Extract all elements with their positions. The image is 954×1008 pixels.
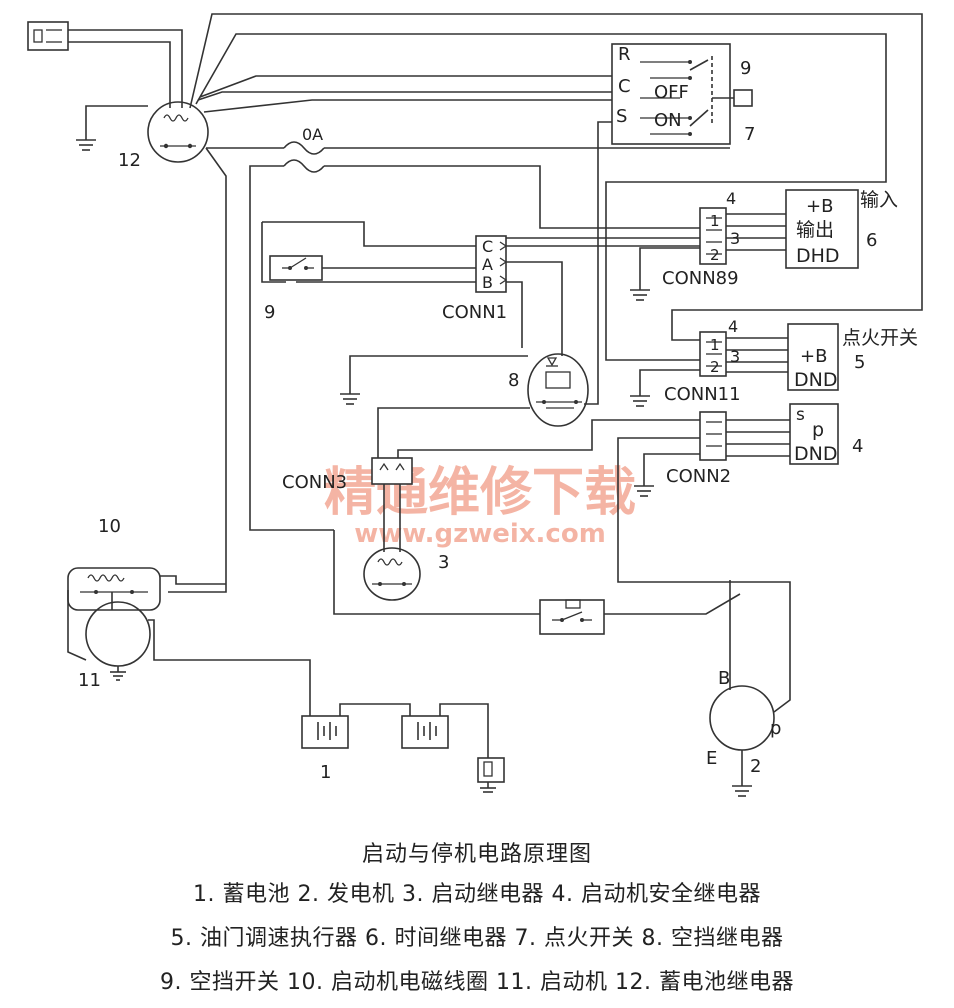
dnd4-p: p xyxy=(812,419,824,441)
dnd5-plus-b: +B xyxy=(800,346,827,367)
label-1: 1 xyxy=(320,762,331,783)
switch-off: OFF xyxy=(654,82,689,103)
circuit-diagram: 精通维修下载 www.gzweix.com 12 0A xyxy=(27,13,923,797)
conn89-2: 2 xyxy=(710,246,720,264)
label-4: 4 xyxy=(852,436,863,457)
start-relay-3 xyxy=(363,547,421,601)
conn3-label: CONN3 xyxy=(282,472,347,493)
generator-2 xyxy=(709,580,775,797)
switch-s: S xyxy=(616,106,627,127)
switch-on: ON xyxy=(654,110,682,131)
starter-solenoid-10 xyxy=(67,567,226,661)
legend-line-1: 1. 蓄电池 2. 发电机 3. 启动继电器 4. 启动机安全继电器 xyxy=(193,882,761,907)
label-fuse: 0A xyxy=(302,125,323,144)
conn3 xyxy=(371,457,413,552)
conn1-label: CONN1 xyxy=(442,302,507,323)
switch-r: R xyxy=(618,44,631,65)
label-11: 11 xyxy=(78,670,101,691)
label-9-left: 9 xyxy=(264,302,275,323)
conn89-pin3: 3 xyxy=(730,229,740,248)
conn1 xyxy=(475,235,700,356)
conn11-pin3: 3 xyxy=(730,347,740,366)
conn89-label: CONN89 xyxy=(662,268,739,289)
battery-1 xyxy=(301,703,505,793)
label-5: 5 xyxy=(854,352,865,373)
starter-safety-relay-4 xyxy=(789,403,839,465)
watermark-url: www.gzweix.com xyxy=(354,519,606,549)
switch-c: C xyxy=(618,76,631,97)
label-6: 6 xyxy=(866,230,877,251)
dnd4-s: s xyxy=(796,405,805,425)
conn2 xyxy=(397,411,791,713)
dnd4-name: DND xyxy=(794,443,837,465)
label-12: 12 xyxy=(118,150,141,171)
dhd-output: 输出 xyxy=(796,219,834,241)
timer-relay-6 xyxy=(785,189,859,269)
ignition-switch-7 xyxy=(611,43,753,149)
label-3: 3 xyxy=(438,552,449,573)
gen-p: p xyxy=(770,718,781,739)
dhd-name: DHD xyxy=(796,245,840,267)
top-left-terminal xyxy=(27,21,183,108)
conn1-b: B xyxy=(482,273,493,292)
conn1-a: A xyxy=(482,255,493,274)
gen-b: B xyxy=(718,668,730,689)
label-2: 2 xyxy=(750,756,761,777)
diagram-title: 启动与停机电路原理图 xyxy=(361,842,592,867)
conn2-label: CONN2 xyxy=(666,466,731,487)
conn11-1: 1 xyxy=(710,336,720,354)
conn1-c: C xyxy=(482,237,493,256)
starter-11 xyxy=(85,592,311,716)
legend-line-3: 9. 空挡开关 10. 启动机电磁线圈 11. 启动机 12. 蓄电池继电器 xyxy=(160,970,794,995)
conn11-label: CONN11 xyxy=(664,384,741,405)
conn89 xyxy=(506,207,786,361)
throttle-actuator-5 xyxy=(787,323,839,391)
conn89-pin4: 4 xyxy=(726,189,736,208)
dnd5-name: DND xyxy=(794,369,837,391)
conn11-pin4: 4 xyxy=(728,317,738,336)
battery-relay-12 xyxy=(76,101,209,163)
neutral-switch-9 xyxy=(261,221,476,283)
label-7: 7 xyxy=(744,124,755,145)
label-10: 10 xyxy=(98,516,121,537)
legend-line-2: 5. 油门调速执行器 6. 时间继电器 7. 点火开关 8. 空挡继电器 xyxy=(170,926,784,951)
neutral-relay-8 xyxy=(340,121,612,458)
conn11 xyxy=(630,331,788,407)
gen-e: E xyxy=(706,748,717,769)
dhd-input: 输入 xyxy=(860,189,898,211)
dhd-plus-b: +B xyxy=(806,196,833,217)
fuse-0a xyxy=(249,141,700,531)
label-8: 8 xyxy=(508,370,519,391)
conn11-2: 2 xyxy=(710,358,720,376)
conn89-1: 1 xyxy=(710,212,720,230)
dnd5-ignition: 点火开关 xyxy=(842,327,918,349)
label-9-top: 9 xyxy=(740,58,751,79)
watermark-cn: 精通维修下载 xyxy=(324,463,636,523)
inline-switch xyxy=(539,593,741,635)
